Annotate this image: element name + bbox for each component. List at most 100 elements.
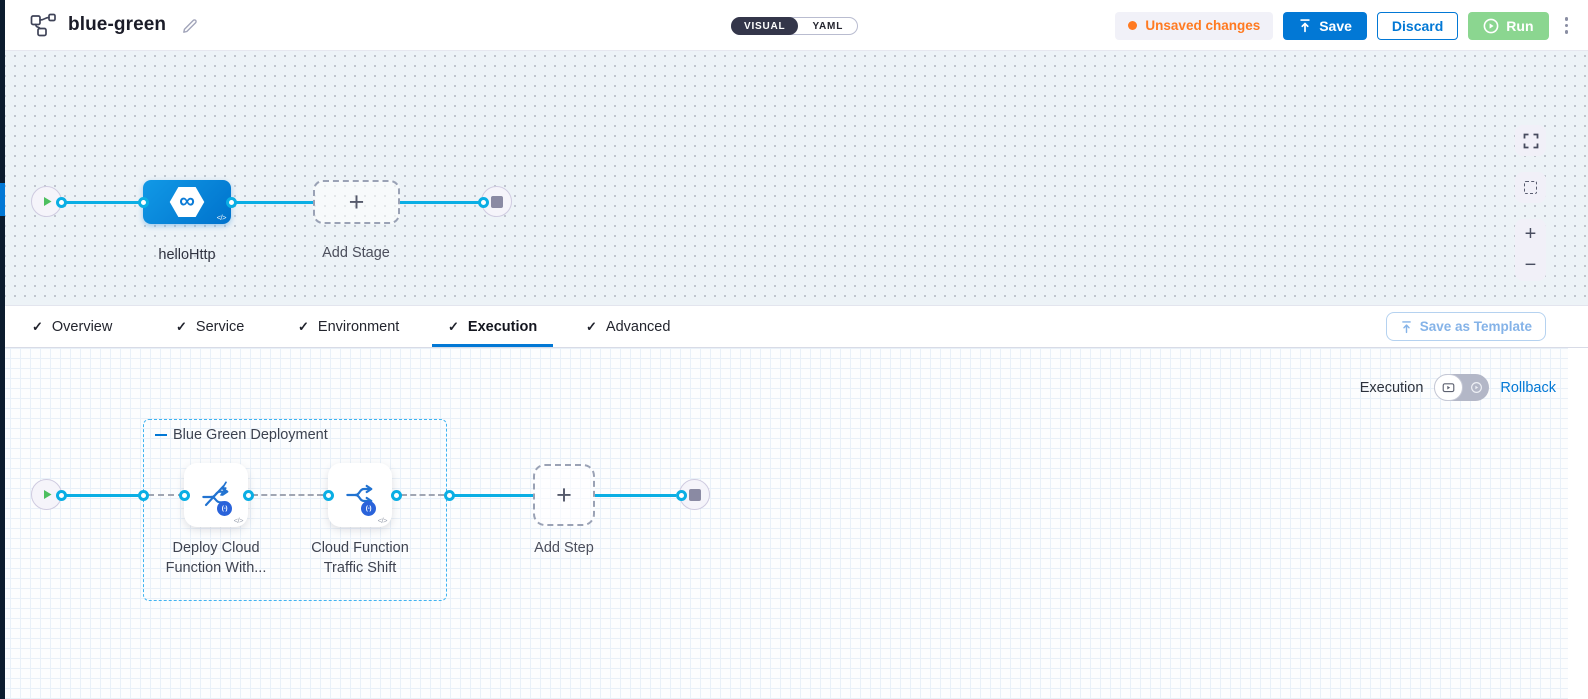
plus-icon: + (556, 479, 572, 510)
step-label: Cloud Function Traffic Shift (311, 540, 409, 576)
fullscreen-icon (1523, 133, 1538, 148)
pipeline-end-node (481, 186, 512, 217)
zoom-out-button[interactable]: − (1524, 254, 1537, 276)
deploy-stage-icon: ∞ (169, 186, 205, 218)
check-icon: ✓ (448, 318, 459, 334)
save-as-template-label: Save as Template (1419, 319, 1532, 334)
save-button[interactable]: Save (1283, 11, 1367, 40)
tab-label: Service (195, 318, 245, 335)
connector (63, 493, 143, 497)
discard-button[interactable]: Discard (1376, 11, 1459, 40)
tab-execution[interactable]: ✓ Execution (432, 306, 554, 347)
canvas-right-gutter (1568, 348, 1588, 699)
execution-mode-label: Execution (1359, 379, 1424, 396)
connector (231, 200, 313, 204)
rollback-segment[interactable] (1463, 374, 1489, 401)
unsaved-changes-badge: Unsaved changes (1115, 11, 1274, 40)
check-icon: ✓ (586, 318, 597, 334)
tab-label: Environment (317, 318, 400, 335)
check-icon: ✓ (176, 318, 187, 334)
save-label: Save (1319, 17, 1352, 34)
zoom-in-button[interactable]: + (1524, 223, 1537, 245)
edit-title-icon[interactable] (181, 16, 200, 35)
dashed-connector (148, 494, 184, 496)
cloud-function-badge-icon: (-) (217, 501, 232, 516)
add-stage-button[interactable]: + (313, 180, 400, 224)
stop-square-icon (688, 488, 701, 501)
visual-yaml-toggle: VISUAL YAML (731, 17, 859, 35)
pipeline-flow-icon (30, 13, 57, 37)
header-bar: blue-green VISUAL YAML Unsaved changes S… (0, 0, 1588, 51)
connector-endpoint (675, 489, 687, 501)
rollback-link[interactable]: Rollback (1500, 379, 1556, 396)
check-icon: ✓ (298, 318, 309, 334)
connector-endpoint (477, 196, 489, 208)
run-button[interactable]: Run (1468, 11, 1549, 40)
connector (595, 493, 676, 497)
dashed-connector (401, 494, 444, 496)
step-deploy-cloud-function[interactable]: (-) </> (184, 463, 248, 527)
stop-square-icon (490, 195, 503, 208)
unsaved-changes-label: Unsaved changes (1145, 18, 1261, 33)
execution-segment[interactable] (1434, 374, 1464, 401)
tab-label: Advanced (605, 318, 671, 335)
save-as-template-button[interactable]: Save as Template (1385, 312, 1546, 341)
execution-rollback-toggle[interactable] (1434, 374, 1490, 401)
step-label: Deploy Cloud Function With... (165, 540, 267, 576)
connector-endpoint (225, 196, 237, 208)
unsaved-dot-icon (1128, 21, 1138, 30)
add-step-button[interactable]: + (533, 464, 595, 526)
more-options-kebab-icon[interactable] (1559, 13, 1575, 38)
stage-canvas[interactable]: ∞ </> helloHttp + Add Stage + − (0, 51, 1588, 305)
group-dash-icon (155, 433, 167, 437)
add-stage-label: Add Stage (322, 245, 390, 261)
tab-environment[interactable]: ✓ Environment (282, 306, 415, 347)
rollback-icon (1470, 382, 1482, 393)
upload-icon (1300, 19, 1310, 33)
toggle-visual[interactable]: VISUAL (731, 17, 799, 35)
page-title: blue-green (68, 14, 167, 35)
step-group-label: Blue Green Deployment (155, 427, 328, 443)
upload-icon (1401, 320, 1411, 333)
check-icon: ✓ (32, 318, 43, 334)
tab-label: Overview (51, 318, 113, 335)
code-glyph-icon: </> (377, 516, 388, 525)
tab-overview[interactable]: ✓ Overview (16, 306, 128, 347)
canvas-fullscreen-button[interactable] (1515, 125, 1546, 156)
left-edge-nav-strip (0, 0, 5, 699)
step-cloud-function-traffic-shift[interactable]: (-) </> (328, 463, 392, 527)
step-group-blue-green[interactable] (143, 419, 447, 601)
left-strip-highlight (0, 183, 5, 216)
code-glyph-icon: </> (216, 213, 227, 222)
stage-node-hellohttp[interactable]: ∞ </> (143, 180, 231, 224)
connector-endpoint (443, 489, 455, 501)
marquee-select-icon (1524, 181, 1537, 194)
connector-endpoint (55, 196, 67, 208)
cloud-function-badge-icon: (-) (361, 501, 376, 516)
toggle-yaml[interactable]: YAML (812, 20, 844, 32)
connector-endpoint (322, 489, 334, 501)
execution-canvas[interactable]: Execution Rollback (0, 348, 1588, 699)
tab-label: Execution (467, 318, 538, 335)
execution-steps-icon (1443, 383, 1455, 393)
connector (400, 200, 481, 204)
zoom-controls: + − (1515, 219, 1546, 281)
play-circle-icon (1483, 18, 1499, 33)
code-glyph-icon: </> (233, 516, 244, 525)
tab-service[interactable]: ✓ Service (160, 306, 260, 347)
dashed-connector (252, 494, 323, 496)
discard-label: Discard (1391, 17, 1444, 34)
connector-endpoint (137, 196, 149, 208)
tab-advanced[interactable]: ✓ Advanced (570, 306, 686, 347)
add-step-label: Add Step (534, 540, 594, 556)
canvas-fit-selection-button[interactable] (1515, 172, 1546, 203)
connector-endpoint (178, 489, 190, 501)
connector-endpoint (390, 489, 402, 501)
stage-config-tabbar: ✓ Overview ✓ Service ✓ Environment ✓ Exe… (0, 305, 1588, 348)
plus-icon: + (348, 186, 365, 217)
connector-endpoint (137, 489, 149, 501)
start-play-icon (43, 197, 51, 206)
connector-endpoint (55, 489, 67, 501)
connector-endpoint (242, 489, 254, 501)
